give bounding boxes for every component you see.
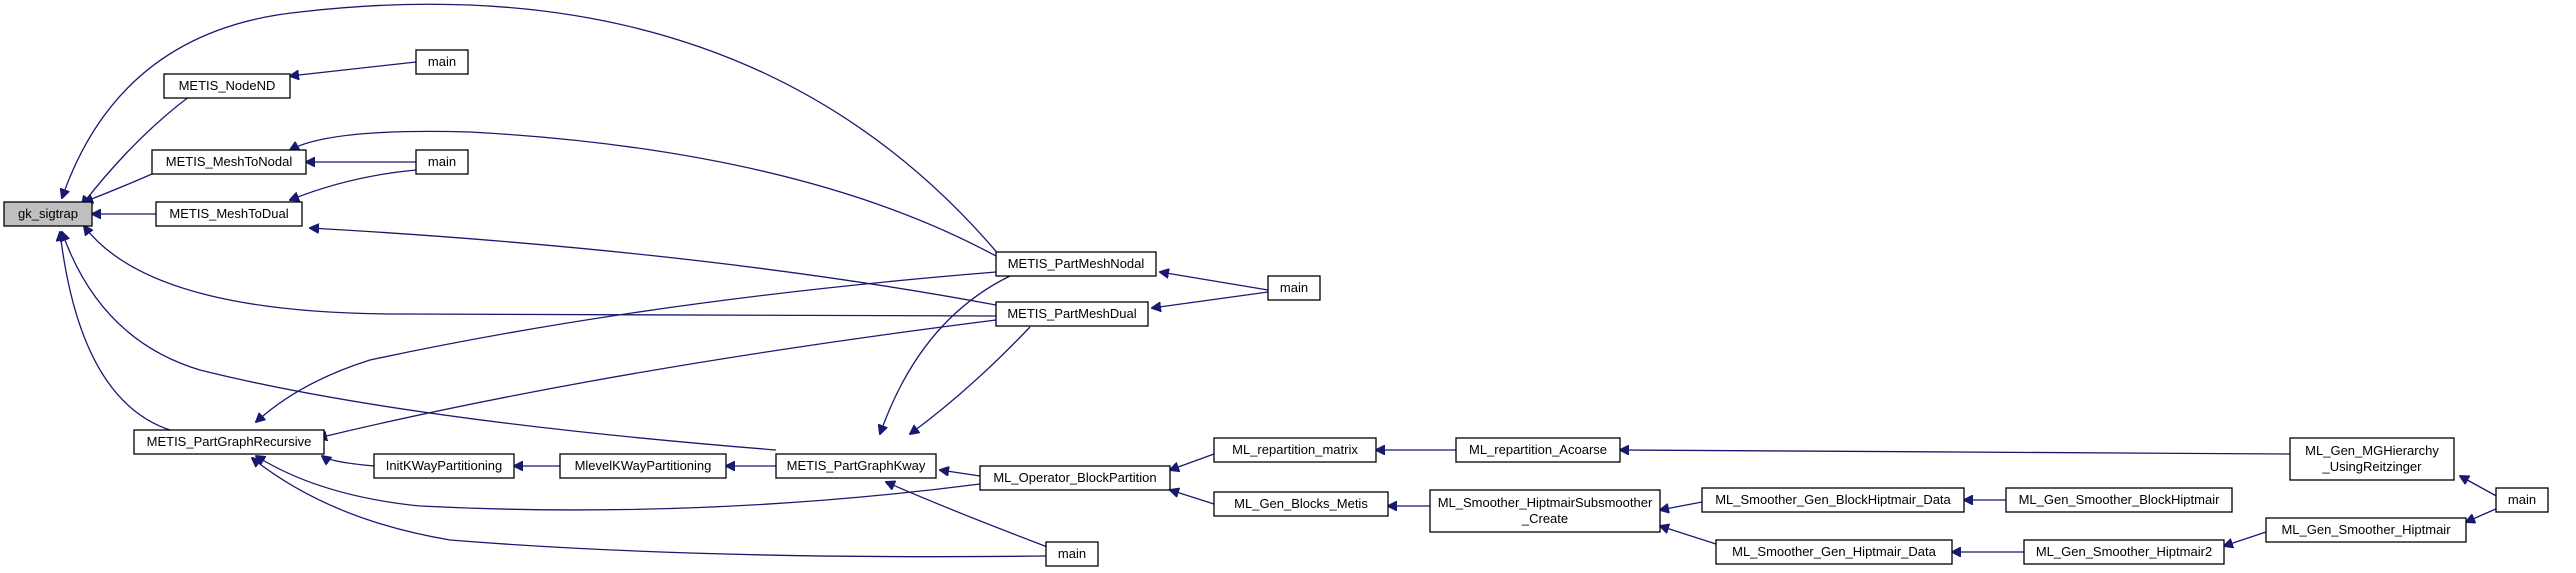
edge-partmeshdual-partgraphrecursive bbox=[318, 319, 997, 438]
node-label: main bbox=[2508, 492, 2536, 507]
node-label: main bbox=[428, 54, 456, 69]
node-label: METIS_PartMeshDual bbox=[1007, 306, 1136, 321]
node-gk_sigtrap[interactable]: gk_sigtrap bbox=[3, 201, 93, 227]
node-ml-gen-smoother-hiptmair[interactable]: ML_Gen_Smoother_Hiptmair bbox=[2265, 517, 2467, 543]
node-metis-partmeshnodal[interactable]: METIS_PartMeshNodal bbox=[995, 251, 1157, 277]
node-main-4[interactable]: main bbox=[1045, 541, 1099, 567]
node-ml-gen-smoother-hiptmair2[interactable]: ML_Gen_Smoother_Hiptmair2 bbox=[2023, 539, 2225, 565]
edge-blocksmetis-blockpartition bbox=[1170, 490, 1215, 505]
node-main-1[interactable]: main bbox=[415, 49, 469, 75]
edge-partmeshnodal-partgraphkway bbox=[880, 275, 1011, 434]
edge-blockpartition-partgraphrecursive bbox=[256, 456, 981, 511]
edge-main4-partgraphkway bbox=[886, 482, 1051, 549]
node-ml-gen-mghierarchy[interactable]: ML_Gen_MGHierarchy _UsingReitzinger bbox=[2289, 437, 2455, 481]
node-label: ML_Gen_Smoother_Hiptmair2 bbox=[2036, 544, 2212, 559]
edge-main4-partgraphrecursive bbox=[252, 458, 1047, 558]
node-label: METIS_NodeND bbox=[179, 78, 276, 93]
edge-main2-meshtodual bbox=[290, 169, 417, 200]
node-label: ML_Operator_BlockPartition bbox=[993, 470, 1156, 485]
node-label: METIS_PartGraphRecursive bbox=[147, 434, 312, 449]
edge-partmeshnodal-gk_sigtrap bbox=[62, 3, 1001, 257]
node-ml-operator-blockpartition[interactable]: ML_Operator_BlockPartition bbox=[979, 465, 1171, 491]
node-label: ML_Gen_Smoother_Hiptmair bbox=[2281, 522, 2451, 537]
node-ml-repartition-acoarse[interactable]: ML_repartition_Acoarse bbox=[1455, 437, 1621, 463]
node-label: METIS_PartMeshNodal bbox=[1008, 256, 1145, 271]
node-label-line2: _Create bbox=[1521, 511, 1568, 526]
edge-partmeshdual-partgraphkway bbox=[910, 326, 1031, 434]
edge-main3-partmeshnodal bbox=[1160, 272, 1269, 291]
node-metis-partmeshdual[interactable]: METIS_PartMeshDual bbox=[995, 301, 1149, 327]
edge-blockhiptmairdata-hiptmairsub bbox=[1660, 501, 1703, 510]
edge-partmeshdual-meshtodual bbox=[310, 228, 997, 306]
edge-main5-mghierarchy bbox=[2460, 476, 2501, 499]
edge-blockpartition-partgraphkway bbox=[940, 470, 981, 477]
node-label: METIS_PartGraphKway bbox=[787, 458, 926, 473]
node-ml-smoother-hiptmairsubsmoother[interactable]: ML_Smoother_HiptmairSubsmoother _Create bbox=[1429, 489, 1661, 533]
edges bbox=[60, 3, 2501, 558]
node-label-line1: ML_Gen_MGHierarchy bbox=[2305, 443, 2439, 458]
edge-partmeshdual-gk_sigtrap bbox=[84, 226, 997, 317]
nodes: gk_sigtrap METIS_NodeND main METIS_MeshT… bbox=[3, 49, 2549, 567]
edge-nodend-gk_sigtrap bbox=[82, 85, 205, 205]
node-metis-partgraphrecursive[interactable]: METIS_PartGraphRecursive bbox=[133, 429, 325, 455]
node-metis-nodend[interactable]: METIS_NodeND bbox=[163, 73, 291, 99]
node-ml-repartition-matrix[interactable]: ML_repartition_matrix bbox=[1213, 437, 1377, 463]
edge-main1-nodend bbox=[290, 61, 417, 76]
node-label: ML_repartition_Acoarse bbox=[1469, 442, 1607, 457]
edge-partmeshnodal-partgraphrecursive bbox=[256, 271, 997, 422]
edge-repartmatrix-blockpartition bbox=[1170, 453, 1215, 470]
node-label: gk_sigtrap bbox=[18, 206, 78, 221]
node-label: ML_Gen_Smoother_BlockHiptmair bbox=[2019, 492, 2221, 507]
node-mlevelkwaypartitioning[interactable]: MlevelKWayPartitioning bbox=[559, 453, 727, 479]
node-metis-meshtonodal[interactable]: METIS_MeshToNodal bbox=[151, 149, 307, 175]
node-label: METIS_MeshToNodal bbox=[166, 154, 293, 169]
node-label: main bbox=[428, 154, 456, 169]
node-label: MlevelKWayPartitioning bbox=[575, 458, 712, 473]
node-label-line1: ML_Smoother_HiptmairSubsmoother bbox=[1438, 495, 1653, 510]
edge-genhiptmair-hiptmair2 bbox=[2224, 531, 2267, 546]
node-ml-smoother-gen-hiptmair-data[interactable]: ML_Smoother_Gen_Hiptmair_Data bbox=[1715, 539, 1953, 565]
edge-main5-genhiptmair bbox=[2466, 507, 2499, 522]
node-initkwaypartitioning[interactable]: InitKWayPartitioning bbox=[373, 453, 515, 479]
node-label: InitKWayPartitioning bbox=[386, 458, 503, 473]
node-main-2[interactable]: main bbox=[415, 149, 469, 175]
edge-main3-partmeshdual bbox=[1152, 291, 1269, 308]
edge-mghierarchy-repartacoarse bbox=[1620, 450, 2291, 454]
edge-meshtonodal-gk_sigtrap bbox=[84, 173, 153, 202]
edge-partgraphrecursive-gk_sigtrap bbox=[60, 232, 171, 431]
node-label: ML_Smoother_Gen_Hiptmair_Data bbox=[1732, 544, 1937, 559]
edge-initkway-partgraphrecursive bbox=[322, 456, 375, 467]
node-label: ML_Smoother_Gen_BlockHiptmair_Data bbox=[1715, 492, 1951, 507]
node-label-line2: _UsingReitzinger bbox=[2322, 459, 2423, 474]
node-label: main bbox=[1058, 546, 1086, 561]
node-ml-smoother-gen-blockhiptmair-data[interactable]: ML_Smoother_Gen_BlockHiptmair_Data bbox=[1701, 487, 1965, 513]
node-main-3[interactable]: main bbox=[1267, 275, 1321, 301]
node-ml-gen-blocks-metis[interactable]: ML_Gen_Blocks_Metis bbox=[1213, 491, 1389, 517]
node-metis-meshtodual[interactable]: METIS_MeshToDual bbox=[155, 201, 303, 227]
edge-hiptmairdata-hiptmairsub bbox=[1660, 526, 1717, 545]
node-main-5[interactable]: main bbox=[2495, 487, 2549, 513]
node-metis-partgraphkway[interactable]: METIS_PartGraphKway bbox=[775, 453, 937, 479]
node-ml-gen-smoother-blockhiptmair[interactable]: ML_Gen_Smoother_BlockHiptmair bbox=[2005, 487, 2233, 513]
edge-partmeshnodal-meshtonodal bbox=[290, 130, 997, 257]
node-label: main bbox=[1280, 280, 1308, 295]
edge-partgraphkway-gk_sigtrap bbox=[62, 232, 777, 451]
node-label: METIS_MeshToDual bbox=[169, 206, 288, 221]
node-label: ML_repartition_matrix bbox=[1232, 442, 1358, 457]
node-label: ML_Gen_Blocks_Metis bbox=[1234, 496, 1368, 511]
